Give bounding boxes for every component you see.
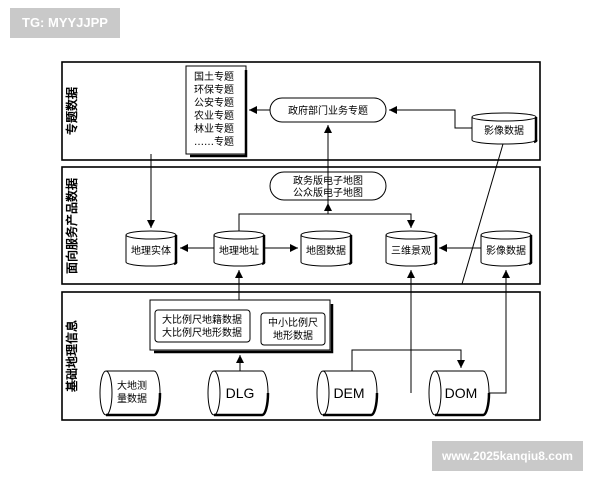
connector-dem-to-dom: [351, 349, 465, 371]
small-scale-terrain-label: 地形数据: [273, 329, 313, 342]
service-imagery-label: 影像数据: [486, 244, 526, 257]
connectors: [147, 106, 510, 394]
scene-3d-label: 三维景观: [391, 244, 431, 257]
connector-address-to-gov: [238, 125, 332, 231]
basic-layer-title: 基础地理信息: [64, 320, 79, 393]
dom-cylinder: DOM: [428, 370, 491, 417]
dem-cylinder: DEM: [316, 370, 379, 417]
map-data-label: 地图数据: [306, 244, 346, 257]
scene-3d-cylinder: 三维景观: [385, 230, 438, 267]
small-scale-label: 中小比例尺: [268, 316, 318, 329]
topic-item: 林业专题: [194, 122, 234, 135]
gov-topics-node: 政府部门业务专题: [269, 97, 387, 123]
large-scale-node: 大比例尺地籍数据 大比例尺地形数据: [154, 309, 251, 343]
geo-address-label: 地理地址: [219, 244, 259, 257]
service-imagery-cylinder: 影像数据: [480, 230, 533, 267]
small-scale-node: 中小比例尺 地形数据: [260, 312, 326, 346]
thematic-imagery-cylinder: 影像数据: [471, 112, 538, 145]
connector-imagery-to-gov: [389, 106, 472, 129]
connector-address-to-3d: [328, 213, 415, 228]
basic-layer: 基础地理信息: [61, 291, 541, 421]
dom-label: DOM: [445, 385, 478, 401]
connector-dom-to-imagery: [489, 270, 510, 394]
service-layer-title: 面向服务产品数据: [64, 178, 79, 274]
topic-item: ……专题: [194, 135, 234, 148]
thematic-layer: 专题数据: [61, 61, 541, 161]
geo-entity-label: 地理实体: [131, 244, 171, 257]
geo-entity-cylinder: 地理实体: [125, 230, 178, 267]
geodetic-cylinder: 大地测 量数据: [99, 370, 162, 417]
large-scale-cadastral-label: 大比例尺地籍数据: [162, 313, 242, 326]
thematic-imagery-label: 影像数据: [484, 124, 524, 137]
thematic-layer-title: 专题数据: [64, 87, 79, 135]
geodetic-label-2: 量数据: [117, 392, 147, 405]
geo-address-cylinder: 地理地址: [213, 230, 266, 267]
service-layer: 面向服务产品数据: [61, 166, 541, 285]
topic-item: 农业专题: [194, 109, 234, 122]
watermark-top-left: TG: MYYJJPP: [10, 8, 120, 38]
topic-list-box: 国土专题 环保专题 公安专题 农业专题 林业专题 ……专题: [185, 65, 248, 158]
dlg-cylinder: DLG: [207, 370, 270, 417]
dem-label: DEM: [333, 385, 364, 401]
watermark-bottom-right: www.2025kanqiu8.com: [432, 441, 583, 471]
topic-item: 公安专题: [194, 96, 234, 109]
geodetic-label-1: 大地测: [117, 379, 147, 392]
large-scale-terrain-label: 大比例尺地形数据: [162, 326, 242, 339]
topic-item: 国土专题: [194, 70, 234, 83]
gov-topics-label: 政府部门业务专题: [288, 104, 368, 117]
dlg-label: DLG: [226, 385, 255, 401]
map-data-cylinder: 地图数据: [300, 230, 353, 267]
connector-thematic-to-service-imagery: [461, 143, 504, 285]
topic-item: 环保专题: [194, 83, 234, 96]
